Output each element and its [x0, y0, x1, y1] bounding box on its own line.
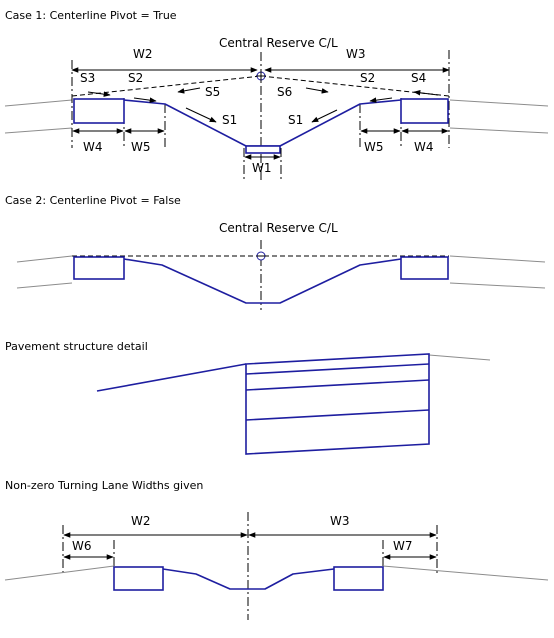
pavement-subgrade-slope — [96, 363, 247, 392]
case1-w1-label: W1 — [252, 161, 272, 175]
case1-w4-left-label: W4 — [83, 140, 103, 154]
case1-s6-label: S6 — [277, 85, 292, 99]
case1-w4-right-label: W4 — [414, 140, 434, 154]
case1-s2-right-arrow — [369, 97, 393, 103]
turning-profile — [162, 568, 335, 590]
case1-s2-left-label: S2 — [128, 71, 143, 85]
pavement-caption: Pavement structure detail — [5, 340, 148, 353]
case2-pavement-left — [73, 256, 125, 280]
case2-ground-right-lower — [449, 282, 546, 289]
case1-section: Case 1: Centerline Pivot = True Central … — [4, 9, 549, 182]
case1-reserve-bottom — [245, 145, 281, 154]
case1-centreline-label: Central Reserve C/L — [219, 36, 338, 50]
case1-s5-label: S5 — [205, 85, 220, 99]
case1-pavement-left — [73, 98, 125, 124]
case2-pavement-right — [400, 256, 449, 280]
case1-s3-arrow — [87, 91, 111, 97]
turning-section: Non-zero Turning Lane Widths given W2 W3… — [4, 479, 549, 620]
case1-w5-left-label: W5 — [131, 140, 151, 154]
case1-w5-right-label: W5 — [364, 140, 384, 154]
case1-s2-left-arrow — [133, 97, 157, 103]
case1-ground-left-lower — [4, 127, 73, 134]
turning-pavement-right — [333, 566, 384, 591]
case1-caption: Case 1: Centerline Pivot = True — [5, 9, 177, 22]
case1-pavement-right — [400, 98, 449, 124]
case2-centreline-label: Central Reserve C/L — [219, 221, 338, 235]
turning-w7-label: W7 — [393, 539, 413, 553]
turning-w2-label: W2 — [131, 514, 151, 528]
case1-s1-left-label: S1 — [222, 113, 237, 127]
case1-profile — [123, 99, 402, 147]
case1-ground-left — [4, 99, 73, 107]
case1-s1-right-arrow — [311, 109, 338, 123]
case1-ground-right-lower — [449, 127, 549, 134]
pavement-layer-3 — [245, 409, 430, 421]
case1-s1-left-arrow — [185, 107, 217, 123]
case1-s3-label: S3 — [80, 71, 95, 85]
case2-profile — [123, 258, 402, 304]
pavement-layer-1 — [245, 363, 430, 375]
case2-ground-left-lower — [16, 282, 73, 289]
case2-caption: Case 2: Centerline Pivot = False — [5, 194, 181, 207]
case1-s4-arrow — [413, 90, 439, 96]
pavement-ground-right — [428, 354, 491, 361]
case2-ground-right — [449, 255, 546, 263]
case1-w2-label: W2 — [133, 47, 153, 61]
turning-ground-right — [382, 565, 549, 581]
pavement-layer-2 — [245, 379, 430, 391]
turning-w3-label: W3 — [330, 514, 350, 528]
case1-s5-arrow — [177, 87, 201, 94]
turning-pavement-left — [113, 566, 164, 591]
turning-ground-left — [4, 565, 115, 581]
case1-ground-right — [449, 99, 549, 107]
case1-s1-right-label: S1 — [288, 113, 303, 127]
case1-s2-right-label: S2 — [360, 71, 375, 85]
turning-caption: Non-zero Turning Lane Widths given — [5, 479, 203, 492]
case2-ground-left — [16, 255, 73, 263]
case1-s4-label: S4 — [411, 71, 426, 85]
case1-pivot-guide-left — [71, 75, 262, 97]
turning-w6-label: W6 — [72, 539, 92, 553]
case1-w3-label: W3 — [346, 47, 366, 61]
case1-s6-arrow — [305, 87, 329, 94]
pavement-structure — [245, 353, 430, 455]
pavement-section: Pavement structure detail — [5, 340, 491, 455]
case2-section: Case 2: Centerline Pivot = False Central… — [5, 194, 546, 310]
